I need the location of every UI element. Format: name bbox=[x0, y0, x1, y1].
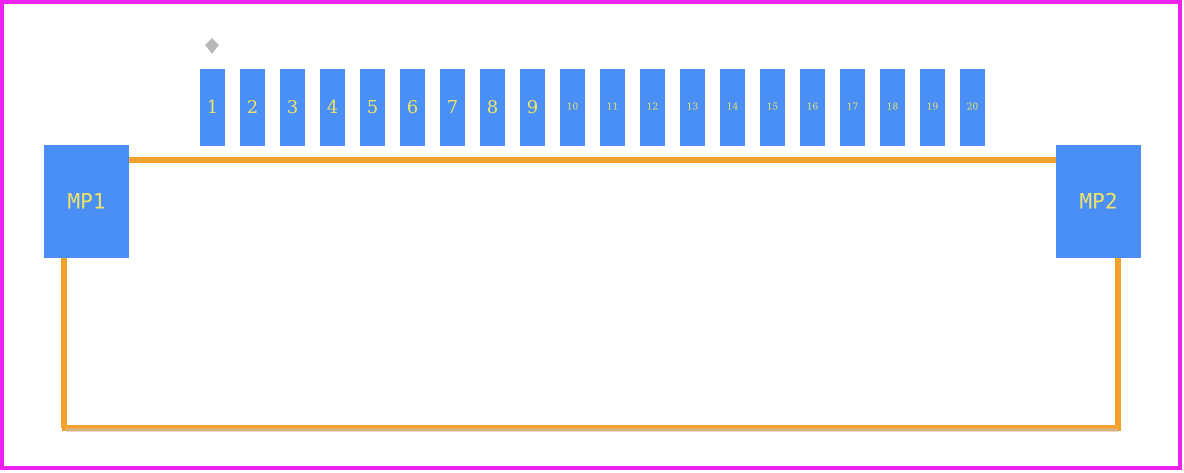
signal-pad-shape bbox=[280, 69, 305, 146]
signal-pad-shape bbox=[360, 69, 385, 146]
signal-pad-label: 18 bbox=[887, 103, 899, 113]
signal-pad-label: 6 bbox=[407, 97, 418, 118]
signal-pad-12: 12 bbox=[640, 69, 665, 146]
signal-pad-label: 20 bbox=[967, 103, 979, 113]
signal-pad-1: 1 bbox=[200, 69, 225, 146]
signal-pad-shape bbox=[200, 69, 225, 146]
signal-pad-label: 12 bbox=[647, 103, 658, 113]
signal-pad-shape bbox=[480, 69, 505, 146]
signal-pad-6: 6 bbox=[400, 69, 425, 146]
signal-pad-label: 1 bbox=[207, 97, 218, 118]
signal-pad-9: 9 bbox=[520, 69, 545, 146]
signal-pad-label: 10 bbox=[567, 103, 579, 113]
signal-pad-15: 15 bbox=[760, 69, 785, 146]
signal-pad-label: 4 bbox=[327, 97, 338, 118]
signal-pad-shape bbox=[800, 69, 825, 146]
mounting-pad-shape bbox=[44, 145, 129, 258]
signal-pad-label: 17 bbox=[847, 103, 859, 113]
signal-pad-5: 5 bbox=[360, 69, 385, 146]
signal-pad-8: 8 bbox=[480, 69, 505, 146]
mounting-pad-mp1: MP1 bbox=[44, 145, 129, 258]
mounting-pad-mp2: MP2 bbox=[1056, 145, 1141, 258]
mounting-pad-label: MP2 bbox=[1080, 190, 1118, 214]
signal-pad-shape bbox=[840, 69, 865, 146]
signal-pad-16: 16 bbox=[800, 69, 825, 146]
signal-pad-label: 13 bbox=[687, 103, 699, 113]
signal-pad-label: 14 bbox=[727, 103, 739, 113]
signal-pad-shape bbox=[320, 69, 345, 146]
signal-pad-shape bbox=[400, 69, 425, 146]
signal-pad-shape bbox=[240, 69, 265, 146]
signal-pad-shape bbox=[760, 69, 785, 146]
signal-pad-shape bbox=[880, 69, 905, 146]
signal-pad-label: 7 bbox=[447, 97, 458, 118]
signal-pad-shape bbox=[560, 69, 585, 146]
signal-pad-11: 11 bbox=[600, 69, 625, 146]
signal-pad-14: 14 bbox=[720, 69, 745, 146]
signal-pad-label: 3 bbox=[287, 97, 298, 118]
signal-pad-13: 13 bbox=[680, 69, 705, 146]
pin1-marker bbox=[205, 38, 219, 54]
mounting-pad-label: MP1 bbox=[68, 190, 106, 214]
signal-pad-label: 8 bbox=[487, 97, 498, 118]
signal-pad-18: 18 bbox=[880, 69, 905, 146]
signal-pad-17: 17 bbox=[840, 69, 865, 146]
signal-pad-20: 20 bbox=[960, 69, 985, 146]
signal-pad-label: 15 bbox=[767, 103, 779, 113]
signal-pad-4: 4 bbox=[320, 69, 345, 146]
signal-pad-shape bbox=[520, 69, 545, 146]
signal-pad-3: 3 bbox=[280, 69, 305, 146]
signal-pad-shape bbox=[920, 69, 945, 146]
signal-pad-label: 11 bbox=[607, 103, 618, 113]
signal-pad-label: 19 bbox=[927, 103, 939, 113]
signal-pad-19: 19 bbox=[920, 69, 945, 146]
signal-pad-10: 10 bbox=[560, 69, 585, 146]
signal-pad-shape bbox=[440, 69, 465, 146]
signal-pad-label: 5 bbox=[367, 97, 378, 118]
signal-pad-shape bbox=[720, 69, 745, 146]
signal-pad-label: 9 bbox=[527, 97, 538, 118]
mounting-pad-shape bbox=[1056, 145, 1141, 258]
mounting-pads: MP1 MP2 bbox=[44, 145, 1141, 258]
signal-pad-shape bbox=[600, 69, 625, 146]
signal-pad-shape bbox=[960, 69, 985, 146]
signal-pad-2: 2 bbox=[240, 69, 265, 146]
signal-pad-label: 16 bbox=[807, 103, 819, 113]
silkscreen-outline bbox=[61, 157, 1121, 432]
signal-pad-shape bbox=[680, 69, 705, 146]
signal-pad-label: 2 bbox=[247, 97, 258, 118]
signal-pad-7: 7 bbox=[440, 69, 465, 146]
signal-pad-shape bbox=[640, 69, 665, 146]
diamond-icon bbox=[205, 38, 219, 54]
